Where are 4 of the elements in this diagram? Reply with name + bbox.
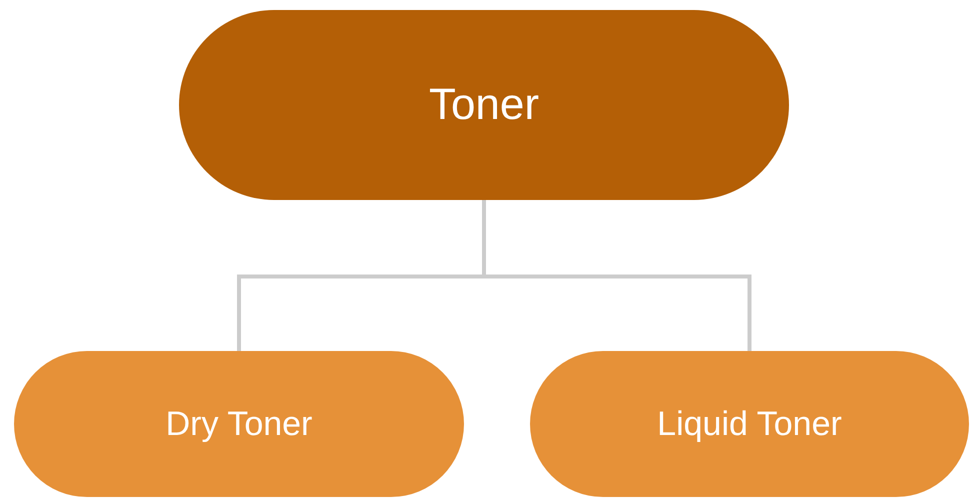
node-label: Toner	[428, 79, 540, 131]
node-label: Dry Toner	[166, 404, 312, 444]
node-label: Liquid Toner	[657, 404, 842, 444]
connector-line	[482, 200, 752, 351]
